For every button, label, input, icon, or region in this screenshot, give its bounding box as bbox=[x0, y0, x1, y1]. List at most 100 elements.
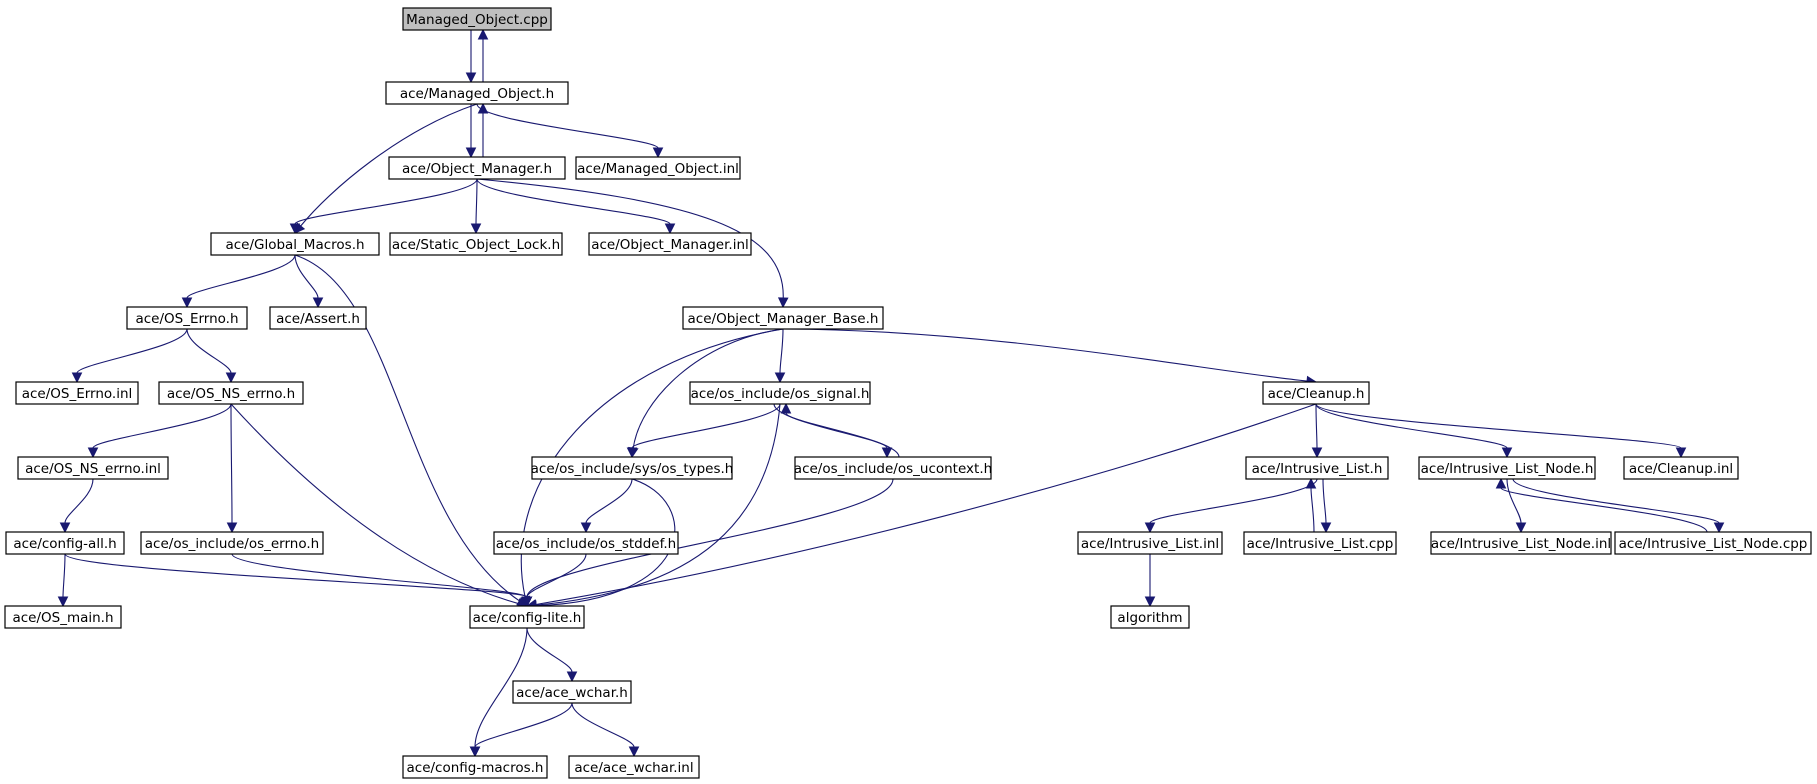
node-managed-object-inl[interactable]: ace/Managed_Object.inl bbox=[575, 156, 741, 180]
edge-os-signal-h-to-os-ucontext-h bbox=[773, 403, 893, 459]
edge-line bbox=[1506, 478, 1522, 524]
node-box bbox=[385, 81, 569, 105]
node-box bbox=[575, 156, 741, 180]
edge-os-errno-h-to-os-ns-errno-h bbox=[186, 328, 237, 384]
node-label: ace/OS_NS_errno.h bbox=[167, 386, 295, 402]
node-box bbox=[17, 456, 169, 480]
edge-line bbox=[526, 553, 587, 598]
node-box bbox=[512, 680, 632, 704]
node-box bbox=[210, 232, 380, 256]
node-os-ns-errno-h[interactable]: ace/OS_NS_errno.h bbox=[158, 381, 304, 405]
edge-object-manager-h-to-object-manager-base-h bbox=[476, 178, 789, 309]
node-box bbox=[389, 232, 563, 256]
node-intrusive-list-inl[interactable]: ace/Intrusive_List.inl bbox=[1077, 531, 1223, 555]
edge-line bbox=[294, 178, 478, 225]
edge-arrowhead bbox=[465, 72, 477, 84]
edge-arrowhead bbox=[470, 223, 482, 235]
node-os-stddef-h[interactable]: ace/os_include/os_stddef.h bbox=[493, 531, 679, 555]
node-os-ucontext-h[interactable]: ace/os_include/os_ucontext.h bbox=[794, 456, 992, 480]
edge-cleanup-h-to-cleanup-inl bbox=[1315, 403, 1687, 459]
node-box bbox=[1110, 605, 1190, 629]
node-label: ace/Intrusive_List.h bbox=[1252, 461, 1383, 477]
node-box bbox=[588, 232, 752, 256]
node-box bbox=[158, 381, 304, 405]
node-config-all-h[interactable]: ace/config-all.h bbox=[5, 531, 125, 555]
node-label: ace/config-lite.h bbox=[473, 610, 582, 626]
edge-os-ucontext-h-to-os-signal-h bbox=[780, 402, 900, 458]
node-os-errno-os-h[interactable]: ace/os_include/os_errno.h bbox=[140, 531, 324, 555]
node-os-ns-errno-inl[interactable]: ace/OS_NS_errno.inl bbox=[17, 456, 169, 480]
node-label: ace/OS_Errno.inl bbox=[22, 386, 133, 402]
node-managed-object-cpp[interactable]: Managed_Object.cpp bbox=[402, 7, 552, 31]
node-cleanup-h[interactable]: ace/Cleanup.h bbox=[1262, 381, 1370, 405]
node-os-main-h[interactable]: ace/OS_main.h bbox=[4, 605, 122, 629]
node-global-macros-h[interactable]: ace/Global_Macros.h bbox=[210, 232, 380, 256]
node-intrusive-list-h[interactable]: ace/Intrusive_List.h bbox=[1245, 456, 1389, 480]
edge-object-manager-h-to-static-object-lock-h bbox=[470, 178, 482, 235]
node-os-errno-h[interactable]: ace/OS_Errno.h bbox=[126, 306, 248, 330]
node-box bbox=[1245, 456, 1389, 480]
node-object-manager-h[interactable]: ace/Object_Manager.h bbox=[388, 156, 566, 180]
edge-line bbox=[474, 627, 528, 748]
node-config-lite-h[interactable]: ace/config-lite.h bbox=[469, 605, 585, 629]
edge-arrowhead bbox=[71, 372, 83, 384]
edge-arrowhead bbox=[1713, 522, 1725, 534]
edge-arrowhead bbox=[1144, 522, 1156, 534]
node-label: ace/Object_Manager_Base.h bbox=[688, 311, 879, 327]
edge-managed-object-h-to-managed-object-cpp bbox=[477, 28, 489, 83]
edge-global-macros-h-to-os-errno-h bbox=[181, 254, 296, 309]
node-box bbox=[1077, 531, 1223, 555]
node-box bbox=[531, 456, 733, 480]
node-label: ace/Cleanup.h bbox=[1268, 386, 1365, 402]
node-box bbox=[126, 306, 248, 330]
node-intrusive-list-node-inl[interactable]: ace/Intrusive_List_Node.inl bbox=[1430, 531, 1612, 555]
edge-os-errno-h-to-os-errno-inl bbox=[71, 328, 188, 384]
edge-intrusive-list-h-to-intrusive-list-cpp bbox=[1320, 478, 1332, 534]
node-box bbox=[4, 605, 122, 629]
node-ace-wchar-h[interactable]: ace/ace_wchar.h bbox=[512, 680, 632, 704]
node-box bbox=[402, 7, 552, 31]
node-label: ace/Global_Macros.h bbox=[225, 237, 364, 253]
node-object-manager-base-h[interactable]: ace/Object_Manager_Base.h bbox=[682, 306, 884, 330]
node-cleanup-inl[interactable]: ace/Cleanup.inl bbox=[1623, 456, 1739, 480]
node-assert-h[interactable]: ace/Assert.h bbox=[269, 306, 367, 330]
edges-layer bbox=[57, 28, 1725, 758]
node-os-signal-h[interactable]: ace/os_include/os_signal.h bbox=[689, 381, 871, 405]
edge-line bbox=[571, 702, 635, 748]
edge-arrowhead bbox=[1305, 477, 1317, 489]
node-os-types-h[interactable]: ace/os_include/sys/os_types.h bbox=[531, 456, 734, 480]
node-managed-object-h[interactable]: ace/Managed_Object.h bbox=[385, 81, 569, 105]
node-ace-wchar-inl[interactable]: ace/ace_wchar.inl bbox=[568, 755, 700, 779]
node-intrusive-list-node-h[interactable]: ace/Intrusive_List_Node.h bbox=[1418, 456, 1596, 480]
edge-arrowhead bbox=[312, 297, 324, 309]
edge-line bbox=[231, 553, 528, 598]
node-label: ace/Intrusive_List.inl bbox=[1081, 536, 1219, 552]
node-static-object-lock-h[interactable]: ace/Static_Object_Lock.h bbox=[389, 232, 563, 256]
edge-line bbox=[64, 553, 528, 598]
edge-line bbox=[294, 254, 319, 299]
node-os-errno-inl[interactable]: ace/OS_Errno.inl bbox=[15, 381, 139, 405]
edge-arrowhead bbox=[628, 746, 640, 758]
edge-line bbox=[1315, 403, 1508, 449]
edge-arrowhead bbox=[1495, 477, 1507, 489]
edge-managed-object-h-to-object-manager-h bbox=[465, 104, 477, 159]
edge-line bbox=[186, 328, 232, 374]
node-label: ace/Intrusive_List_Node.cpp bbox=[1619, 536, 1808, 552]
node-box bbox=[794, 456, 992, 480]
edge-os-signal-h-to-config-lite-h bbox=[525, 403, 781, 611]
node-box bbox=[568, 755, 700, 779]
edge-line bbox=[631, 403, 781, 449]
node-box bbox=[1418, 456, 1596, 480]
node-box bbox=[15, 381, 139, 405]
edge-config-lite-h-to-ace-wchar-h bbox=[526, 627, 578, 683]
node-intrusive-list-cpp[interactable]: ace/Intrusive_List.cpp bbox=[1243, 531, 1397, 555]
edge-line bbox=[1322, 478, 1327, 524]
edge-line bbox=[62, 553, 66, 598]
edge-arrowhead bbox=[1515, 522, 1527, 534]
node-intrusive-list-node-cpp[interactable]: ace/Intrusive_List_Node.cpp bbox=[1614, 531, 1812, 555]
node-object-manager-inl[interactable]: ace/Object_Manager.inl bbox=[588, 232, 752, 256]
node-box bbox=[5, 531, 125, 555]
node-label: ace/os_include/os_errno.h bbox=[145, 536, 319, 552]
edge-line bbox=[1315, 403, 1318, 449]
